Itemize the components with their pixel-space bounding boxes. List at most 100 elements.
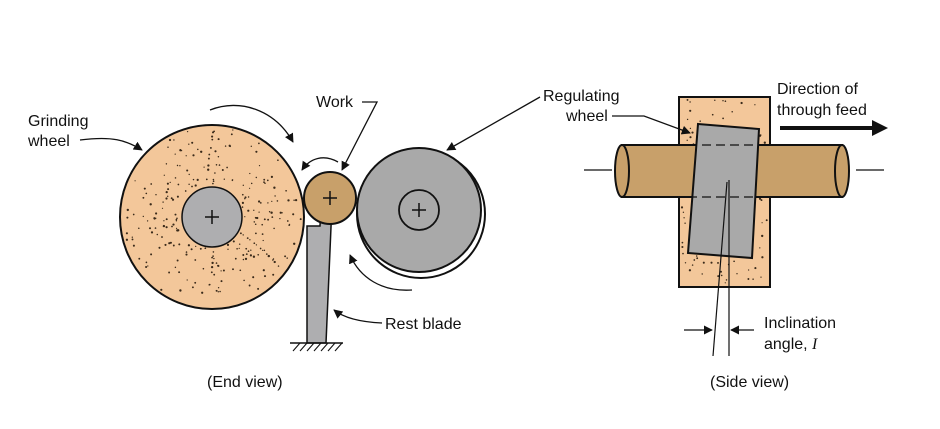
- abrasive-grain: [170, 197, 173, 200]
- work-bar-left-end: [614, 144, 630, 198]
- abrasive-grain: [147, 265, 149, 267]
- abrasive-grain: [191, 141, 194, 144]
- abrasive-grain: [165, 190, 168, 194]
- abrasive-grain: [212, 178, 215, 181]
- abrasive-grain: [236, 248, 238, 250]
- abrasive-grain: [199, 247, 202, 250]
- abrasive-grain: [217, 287, 220, 289]
- abrasive-grain: [722, 117, 724, 120]
- abrasive-grain: [299, 218, 302, 221]
- abrasive-grain: [213, 257, 215, 260]
- side-view-caption: (Side view): [710, 374, 789, 391]
- grinding-wheel-label-line2: wheel: [27, 133, 70, 150]
- abrasive-grain: [681, 245, 684, 249]
- abrasive-grain: [250, 182, 253, 185]
- abrasive-grain: [270, 175, 274, 179]
- abrasive-grain: [255, 244, 258, 246]
- abrasive-grain: [125, 232, 128, 235]
- abrasive-grain: [207, 157, 210, 160]
- abrasive-grain: [148, 227, 152, 230]
- abrasive-grain: [142, 196, 145, 199]
- abrasive-grain: [150, 183, 153, 185]
- ground-hatch: [292, 342, 343, 352]
- abrasive-grain: [176, 164, 179, 167]
- abrasive-grain: [154, 217, 157, 220]
- abrasive-grain: [177, 183, 180, 186]
- abrasive-grain: [209, 146, 212, 149]
- abrasive-grain: [211, 256, 213, 259]
- abrasive-grain: [238, 247, 240, 249]
- abrasive-grain: [171, 198, 175, 201]
- abrasive-grain: [145, 192, 148, 195]
- regulating-wheel-end: [356, 147, 486, 279]
- abrasive-grain: [259, 202, 262, 204]
- grinding-wheel-label-line1: Grinding: [28, 113, 88, 130]
- abrasive-grain: [262, 239, 264, 242]
- abrasive-grain: [247, 196, 250, 198]
- abrasive-grain: [244, 257, 248, 261]
- abrasive-grain: [168, 138, 172, 142]
- abrasive-grain: [211, 138, 214, 141]
- abrasive-grain: [149, 203, 152, 206]
- abrasive-grain: [230, 133, 233, 136]
- abrasive-grain: [212, 180, 215, 183]
- abrasive-grain: [244, 196, 247, 199]
- abrasive-grain: [261, 233, 264, 235]
- regulating-wheel-side-leader: [612, 115, 691, 135]
- abrasive-grain: [725, 279, 728, 281]
- work-rotation-arrow: [301, 157, 339, 171]
- abrasive-grain: [200, 150, 203, 153]
- abrasive-grain: [214, 150, 217, 153]
- abrasive-grain: [684, 262, 687, 264]
- abrasive-grain: [212, 182, 214, 185]
- abrasive-grain: [192, 154, 195, 157]
- abrasive-grain: [165, 163, 168, 165]
- abrasive-grain: [132, 244, 135, 247]
- abrasive-grain: [231, 179, 234, 181]
- abrasive-grain: [174, 266, 177, 269]
- abrasive-grain: [162, 201, 164, 203]
- abrasive-grain: [210, 265, 214, 269]
- abrasive-grain: [224, 145, 227, 147]
- abrasive-grain: [253, 221, 256, 223]
- abrasive-grain: [747, 278, 750, 280]
- abrasive-grain: [695, 255, 698, 257]
- abrasive-grain: [276, 200, 279, 202]
- grinding-wheel-texture: [125, 129, 302, 294]
- abrasive-grain: [701, 273, 703, 275]
- abrasive-grain: [228, 144, 231, 147]
- abrasive-grain: [242, 254, 245, 256]
- abrasive-grain: [168, 242, 171, 245]
- abrasive-grain: [281, 212, 283, 214]
- abrasive-grain: [239, 269, 242, 272]
- abrasive-grain: [247, 209, 250, 212]
- abrasive-grain: [194, 259, 197, 261]
- abrasive-grain: [177, 229, 180, 232]
- inclination-symbol: I: [811, 336, 818, 353]
- inclination-label-line2: angle, I: [764, 336, 818, 353]
- abrasive-grain: [292, 213, 295, 216]
- abrasive-grain: [243, 279, 245, 282]
- abrasive-grain: [161, 236, 163, 238]
- end-view: Grinding wheel Work Rest blad: [27, 94, 541, 391]
- abrasive-grain: [277, 265, 280, 267]
- abrasive-grain: [720, 270, 722, 273]
- abrasive-grain: [686, 139, 688, 141]
- abrasive-grain: [150, 253, 153, 256]
- abrasive-grain: [217, 265, 220, 267]
- abrasive-grain: [274, 195, 276, 197]
- direction-label-line2: through feed: [777, 102, 867, 119]
- abrasive-grain: [731, 110, 733, 113]
- abrasive-grain: [239, 232, 242, 235]
- abrasive-grain: [763, 141, 766, 144]
- abrasive-grain: [179, 165, 181, 167]
- abrasive-grain: [210, 271, 213, 274]
- abrasive-grain: [172, 244, 175, 247]
- abrasive-grain: [250, 249, 252, 251]
- abrasive-grain: [186, 169, 189, 172]
- abrasive-grain: [286, 220, 289, 222]
- abrasive-grain: [255, 150, 258, 153]
- abrasive-grain: [681, 241, 684, 244]
- abrasive-grain: [287, 199, 290, 202]
- regulating-wheel-rotation-arrow: [349, 254, 413, 291]
